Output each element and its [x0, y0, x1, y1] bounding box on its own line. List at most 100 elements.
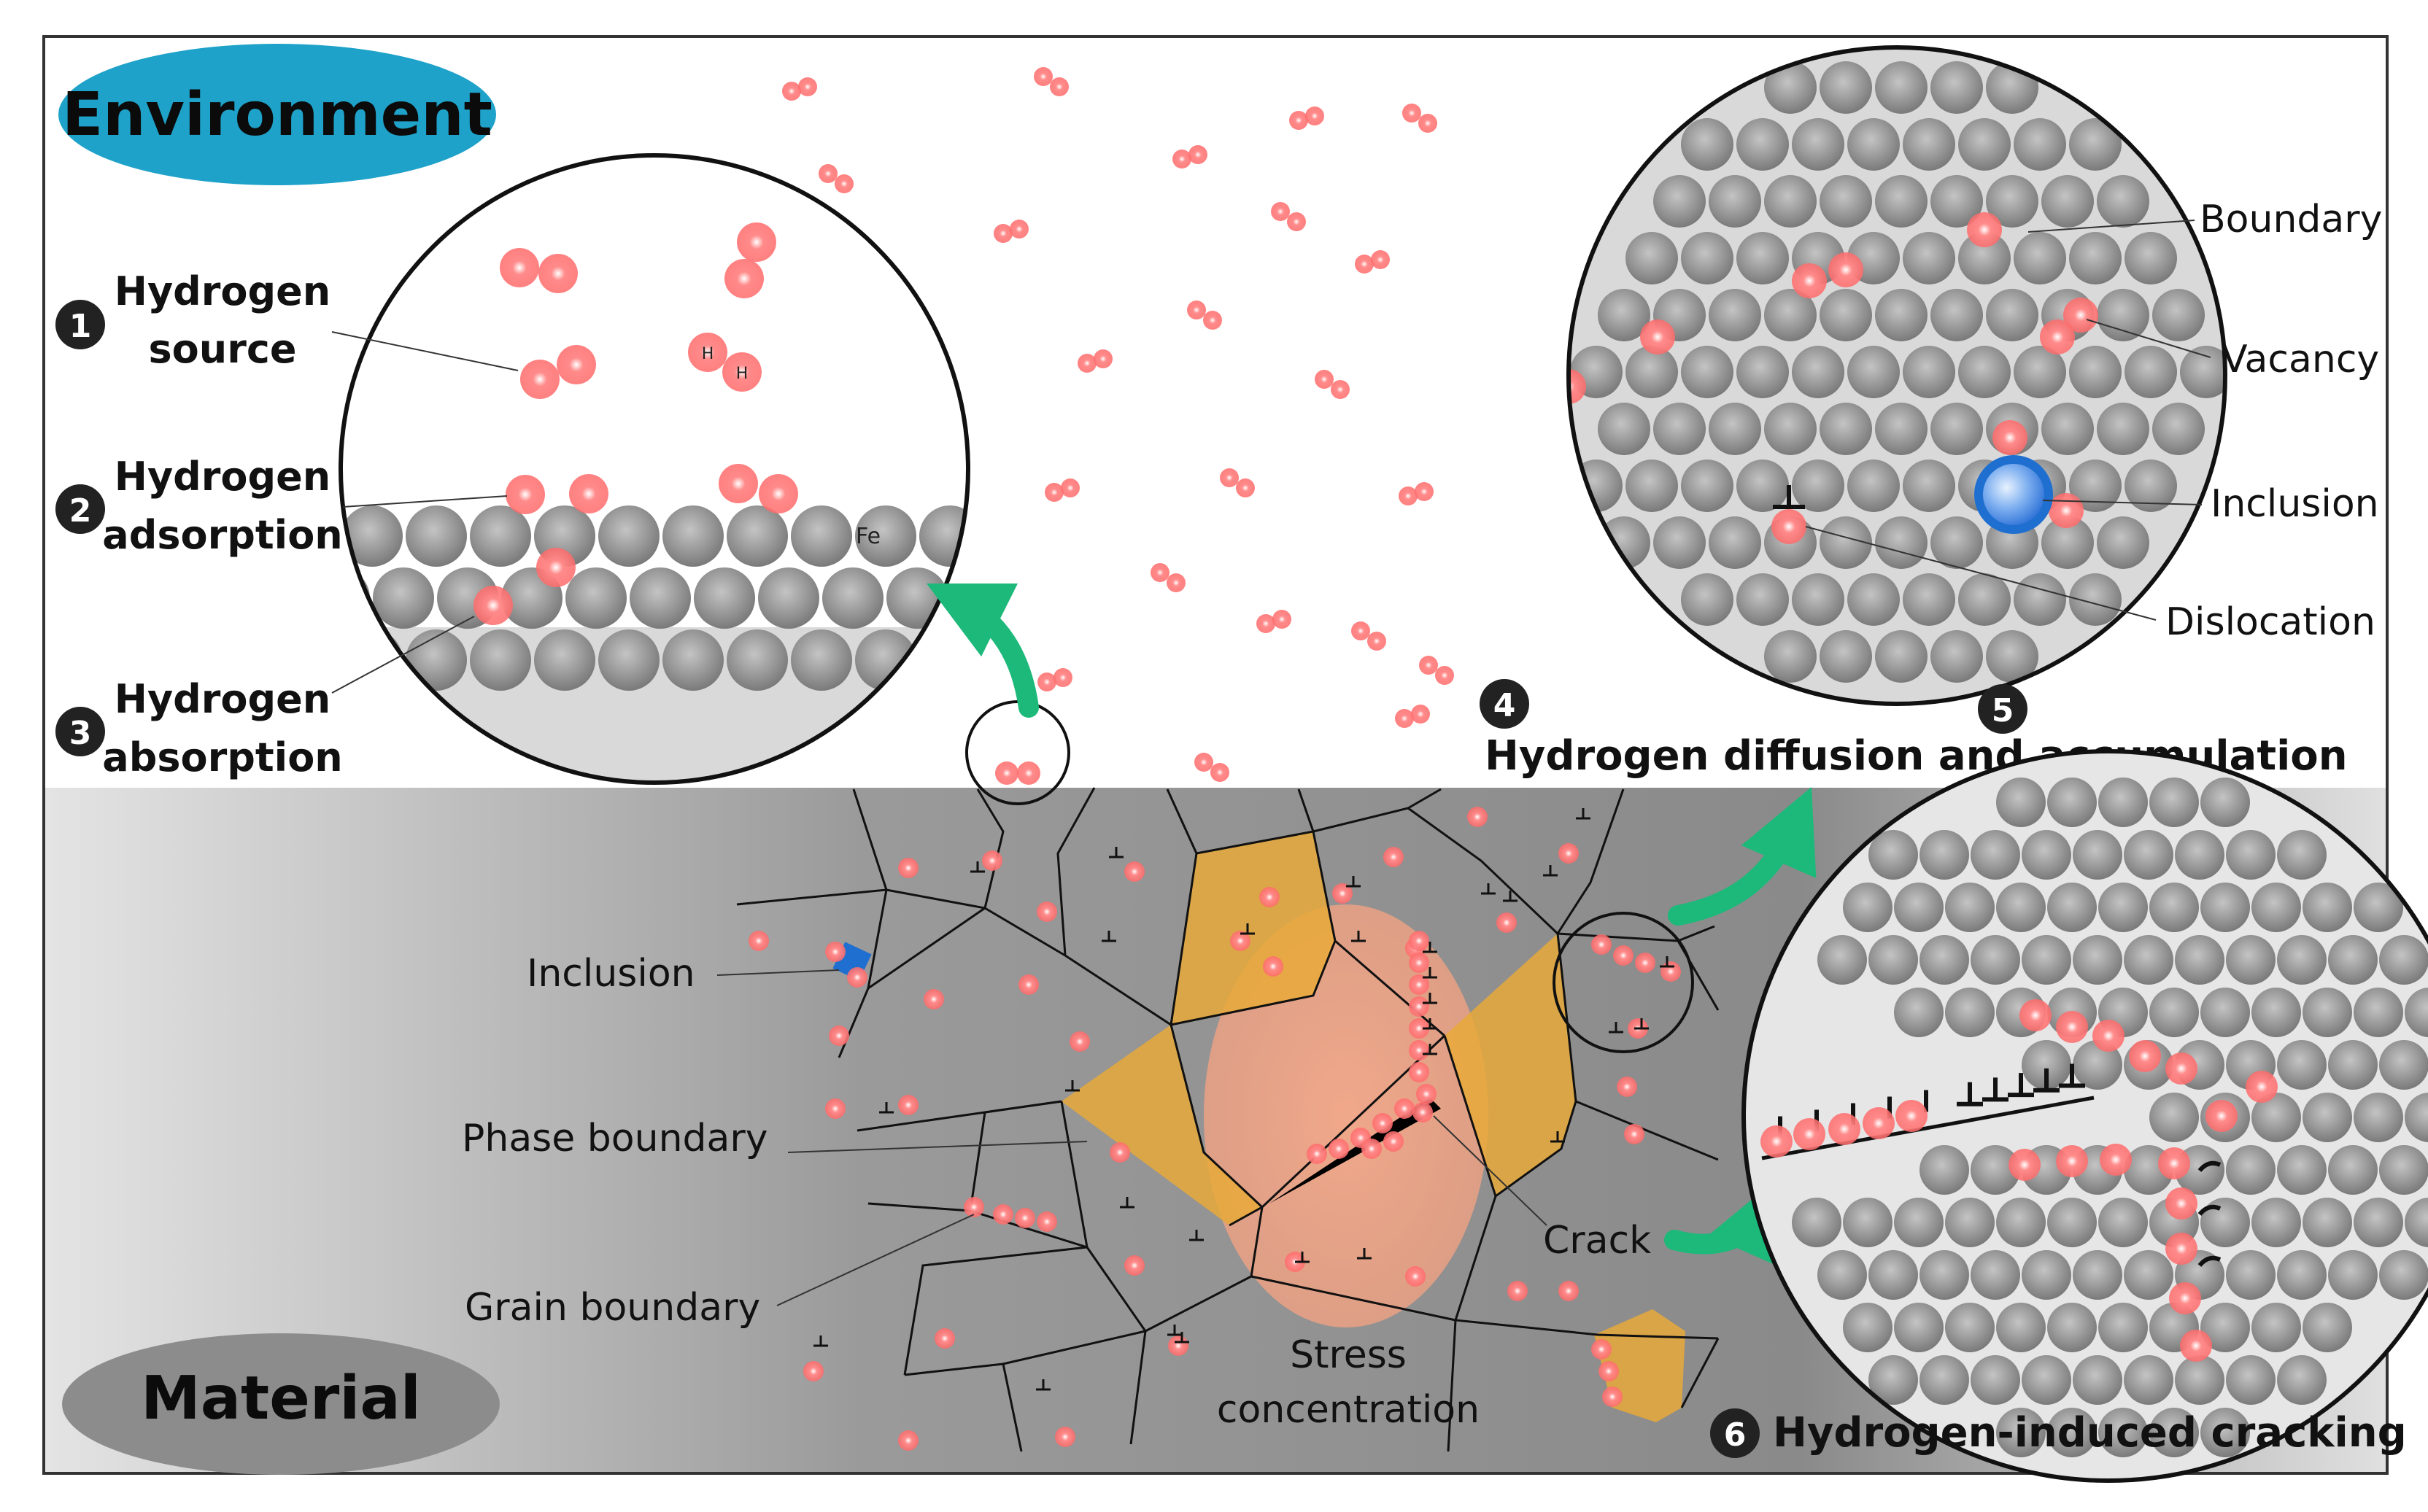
- iron-atom: [1986, 175, 2038, 228]
- hydrogen-atom: [803, 1361, 824, 1381]
- hydrogen-molecule-atom: [1078, 354, 1097, 373]
- iron-atom: [2175, 1355, 2224, 1405]
- iron-atom: [2124, 935, 2173, 985]
- hydrogen-molecule-atom: [1419, 656, 1438, 675]
- iron-atom: [1820, 61, 1872, 114]
- curved-arrows: [2197, 1160, 2222, 1267]
- iron-atom: [1919, 1250, 1969, 1300]
- inclusion-material-label: Inclusion: [527, 952, 695, 996]
- iron-atom: [1792, 460, 1844, 512]
- iron-atom: [2180, 346, 2225, 398]
- iron-atom: [1894, 1303, 1944, 1352]
- iron-atom: [2379, 1040, 2428, 1090]
- iron-atom: [1986, 289, 2038, 341]
- iron-atom: [2226, 830, 2276, 880]
- iron-atom: [727, 505, 788, 567]
- hydrogen-molecule-atom: [1371, 250, 1390, 269]
- iron-atom: [2251, 1198, 2301, 1247]
- hydrogen-in-material: [749, 807, 1681, 1451]
- hydrogen-atom: [1828, 1113, 1860, 1145]
- iron-atom: [2303, 1198, 2352, 1247]
- iron-atom: [1930, 403, 1983, 455]
- hydrogen-atom: [1230, 931, 1250, 951]
- iron-atom: [2251, 1093, 2301, 1142]
- iron-atom: [2124, 346, 2177, 398]
- hydrogen-atom: [2180, 1330, 2212, 1362]
- iron-atom: [2328, 1250, 2378, 1300]
- iron-atom: [1681, 573, 1733, 626]
- step-2-line2: adsorption: [102, 512, 342, 558]
- iron-atom: [1971, 830, 2020, 880]
- iron-atom: [2328, 935, 2378, 985]
- grain-boundaries: [736, 787, 1720, 1452]
- hydrogen-atom: [1412, 1102, 1433, 1123]
- iron-atom: [1919, 1145, 1969, 1195]
- iron-atom: [2354, 1093, 2403, 1142]
- hydrogen-atom: [1037, 1211, 1057, 1232]
- hydrogen-atom: [2019, 999, 2052, 1031]
- inclusion-trap-label: Inclusion: [2211, 482, 2379, 526]
- iron-atom: [1817, 935, 1867, 985]
- cracking-inset: [1741, 749, 2428, 1483]
- iron-atom: [1847, 118, 1900, 171]
- hydrogen-atom: [1409, 953, 1429, 973]
- hydrogen-molecule-atom: [1411, 705, 1430, 724]
- iron-atom: [2251, 1303, 2301, 1352]
- iron-atom: [1736, 118, 1789, 171]
- iron-atom: [2149, 883, 2199, 932]
- iron-atom: [1945, 883, 1995, 932]
- hydrogen-molecule-atom: [1037, 672, 1056, 691]
- stress-label-1: Stress: [1290, 1333, 1407, 1377]
- fe-atom-label: Fe: [856, 524, 881, 549]
- iron-atom: [694, 567, 755, 629]
- hydrogen-atom: [1383, 1131, 1404, 1152]
- iron-atom: [1681, 118, 1733, 171]
- hydrogen-atom: [1409, 931, 1429, 951]
- hydrogen-atom: [1409, 996, 1429, 1017]
- hydrogen-molecule-atom: [1236, 478, 1255, 497]
- iron-atom: [406, 505, 467, 567]
- iron-atom: [1971, 1250, 2020, 1300]
- iron-atom: [2277, 935, 2327, 985]
- iron-atom: [1875, 516, 1928, 569]
- hydrogen-molecule-atom: [1351, 621, 1370, 640]
- iron-atom: [1764, 403, 1817, 455]
- iron-atom: [2073, 935, 2122, 985]
- iron-atom: [1625, 460, 1678, 512]
- iron-atom: [1868, 1355, 1918, 1405]
- crack-label: Crack: [1543, 1219, 1651, 1263]
- iron-atom: [2149, 778, 2199, 827]
- hydrogen-molecule-atom: [1220, 468, 1239, 487]
- step-2: 2 Hydrogen adsorption: [55, 454, 508, 558]
- hydrogen-atom: [825, 942, 846, 962]
- iron-atom: [2073, 830, 2122, 880]
- iron-atom: [2047, 778, 2097, 827]
- iron-atom: [2379, 1145, 2428, 1195]
- hydrogen-atom: [2100, 1144, 2132, 1176]
- iron-atom: [1792, 346, 1844, 398]
- iron-atom: [1903, 118, 1955, 171]
- trap-labels: Boundary Vacancy Inclusion Dislocation: [1805, 198, 2382, 644]
- iron-atom: [1930, 61, 1983, 114]
- hydrogen-atom: [1409, 1062, 1429, 1082]
- iron-atom: [1709, 516, 1761, 569]
- step-6-title: Hydrogen-induced cracking: [1773, 1409, 2407, 1457]
- iron-atom: [2226, 1145, 2276, 1195]
- iron-atom: [1792, 1198, 1841, 1247]
- hydrogen-atom: [1307, 1144, 1327, 1164]
- step-1-line2: source: [149, 326, 297, 372]
- hydrogen-atom: [2129, 1040, 2161, 1072]
- hydrogen-atom: [1660, 961, 1681, 982]
- iron-atom: [2354, 1198, 2403, 1247]
- iron-atom: [2175, 935, 2224, 985]
- hydrogen-atom: [1591, 1339, 1612, 1360]
- iron-atom: [2303, 1303, 2352, 1352]
- hydrogen-molecule-atom: [1094, 349, 1113, 368]
- hydrogen-molecule-atom: [1194, 753, 1213, 772]
- iron-atom: [2152, 289, 2205, 341]
- iron-atom: [1958, 346, 2011, 398]
- boundary-label: Boundary: [2200, 198, 2382, 241]
- iron-atom: [2251, 883, 2301, 932]
- iron-atom: [1930, 175, 1983, 228]
- iron-atom: [2097, 289, 2149, 341]
